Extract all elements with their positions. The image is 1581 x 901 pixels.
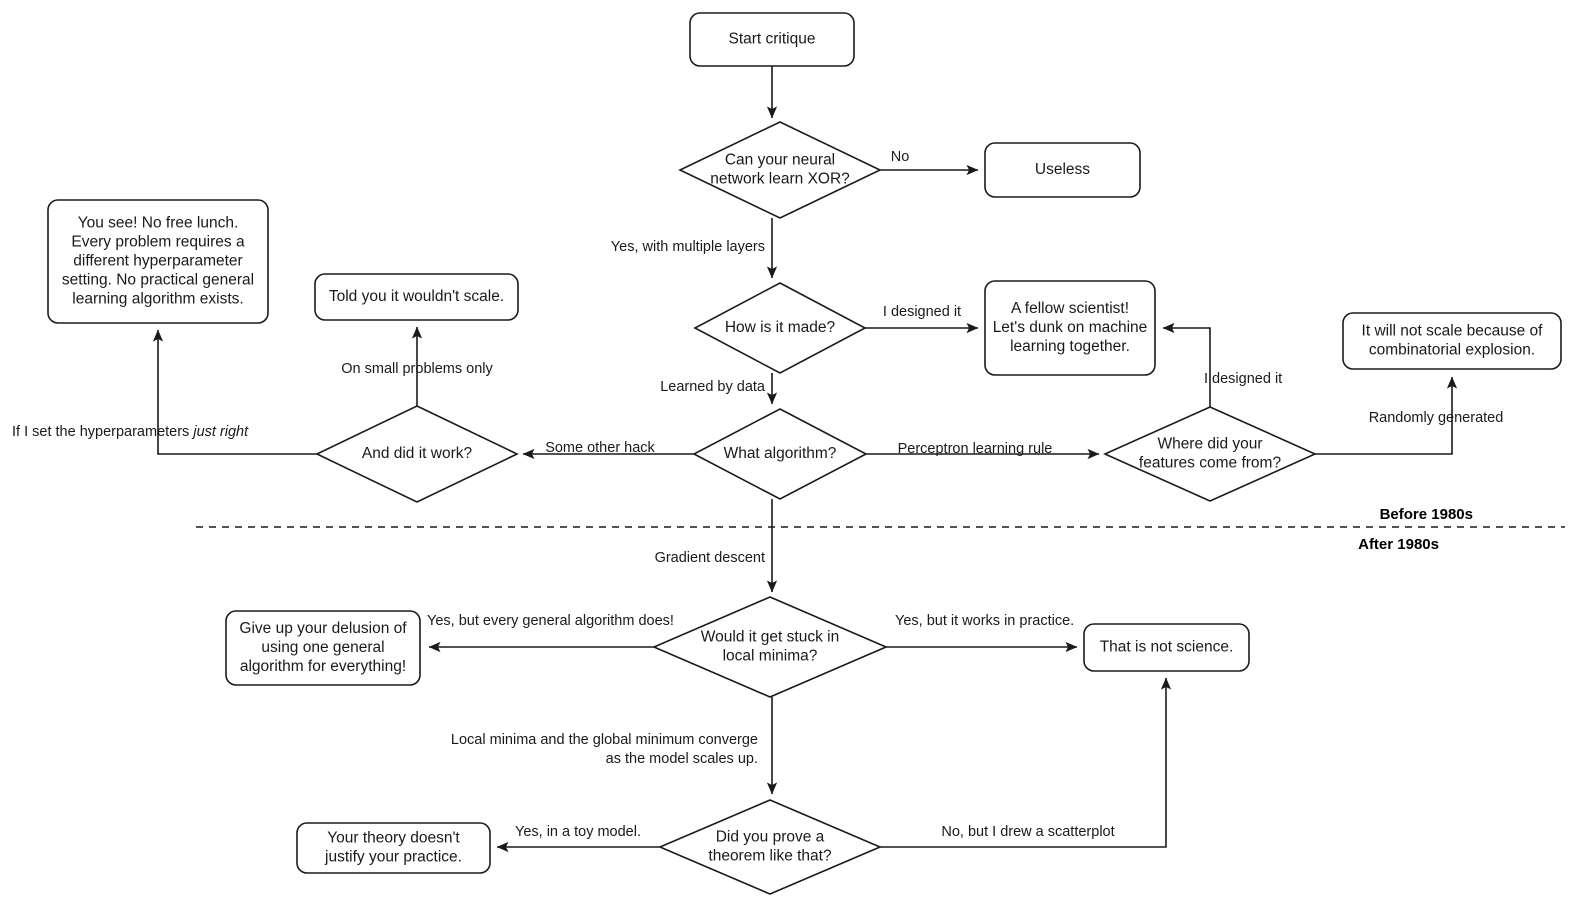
node-no-free-lunch[interactable]: You see! No free lunch.Every problem req… (47, 199, 269, 324)
node-label-start: Start critique (728, 31, 815, 48)
node-shape-start (689, 12, 855, 67)
node-shape-what-algo (692, 408, 868, 500)
node-fellow[interactable]: A fellow scientist!Let's dunk on machine… (984, 280, 1156, 376)
edge-label-e-xor-howmade: Yes, with multiple layers (611, 239, 765, 255)
node-label-told-you: Told you it wouldn't scale. (329, 288, 504, 305)
node-shape-your-theory (296, 822, 491, 874)
era-label-before: Before 1980s (1380, 506, 1473, 523)
node-not-science[interactable]: That is not science. (1083, 623, 1250, 672)
edge-label-e-howmade-whatalgo: Learned by data (660, 379, 766, 395)
node-label-did-it-work: And did it work? (362, 445, 473, 462)
edge-label-e-localminima-notscience: Yes, but it works in practice. (895, 613, 1074, 629)
node-told-you[interactable]: Told you it wouldn't scale. (314, 273, 519, 321)
node-shape-not-science (1083, 623, 1250, 672)
edge-label-e-didwork-toldyou: On small problems only (341, 361, 493, 377)
edge-label-e-features-combinatorial: Randomly generated (1369, 410, 1504, 426)
node-label-what-algo: What algorithm? (724, 445, 837, 462)
node-shape-no-free-lunch (47, 199, 269, 324)
node-start[interactable]: Start critique (689, 12, 855, 67)
node-shape-how-made (693, 282, 867, 374)
era-label-after: After 1980s (1358, 536, 1439, 553)
node-how-made[interactable]: How is it made? (693, 282, 867, 374)
node-label-no-free-lunch: You see! No free lunch.Every problem req… (62, 215, 254, 308)
edge-label-e-didwork-nofreelunch: If I set the hyperparameters just right (12, 424, 249, 440)
node-shape-local-minima (651, 596, 889, 698)
node-shape-xor (678, 121, 882, 219)
edge-e-features-combinatorial (1315, 376, 1458, 455)
node-useless[interactable]: Useless (984, 142, 1141, 198)
node-label-fellow: A fellow scientist!Let's dunk on machine… (993, 300, 1148, 355)
edge-label-e-theorem-yourtheory: Yes, in a toy model. (515, 824, 641, 840)
node-what-algo[interactable]: What algorithm? (692, 408, 868, 500)
edge-label-e-xor-useless: No (891, 149, 910, 165)
node-shape-features (1103, 406, 1317, 502)
node-shape-give-up (225, 610, 421, 686)
node-shape-combinatorial (1342, 312, 1562, 370)
edge-label-e-howmade-fellow: I designed it (883, 304, 961, 320)
edge-label-e-localminima-giveup: Yes, but every general algorithm does! (427, 613, 674, 629)
edge-e-didwork-nofreelunch (152, 329, 317, 455)
node-shape-told-you (314, 273, 519, 321)
node-label-how-made: How is it made? (725, 319, 836, 336)
edge-label-e-theorem-notscience: No, but I drew a scatterplot (941, 824, 1114, 840)
edge-e-theorem-notscience (880, 677, 1172, 848)
edge-label-e-whatalgo-features: Perceptron learning rule (898, 441, 1053, 457)
node-shape-theorem (657, 799, 883, 895)
node-shape-fellow (984, 280, 1156, 376)
node-label-not-science: That is not science. (1100, 639, 1234, 656)
edge-label-e-whatalgo-localminima: Gradient descent (655, 550, 765, 566)
node-shape-useless (984, 142, 1141, 198)
node-label-useless: Useless (1035, 161, 1090, 178)
node-shape-did-it-work (315, 405, 519, 503)
edge-label-e-whatalgo-didwork: Some other hack (545, 440, 655, 456)
edge-e-features-fellow (1162, 322, 1211, 407)
edge-label-e-localminima-theorem: Local minima and the global minimum conv… (451, 732, 758, 767)
node-did-it-work[interactable]: And did it work? (315, 405, 519, 503)
edge-label-e-features-fellow: I designed it (1204, 371, 1282, 387)
edges-layer (152, 66, 1458, 853)
